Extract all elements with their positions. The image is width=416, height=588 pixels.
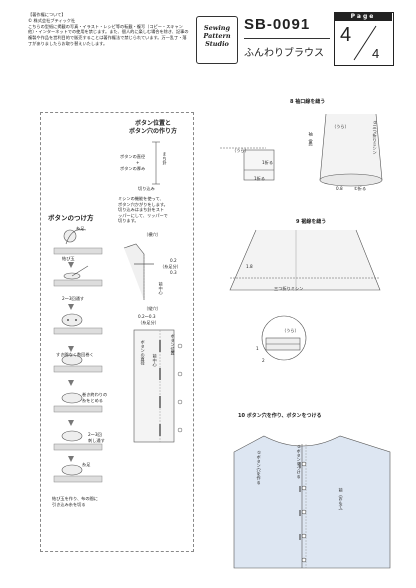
- step9-hem-diagram: [229, 229, 381, 361]
- step8-title: 8 袖口線を縫う: [290, 99, 326, 105]
- step10-blouse-diagram: [233, 435, 391, 569]
- label-thickness: ボタンの厚み: [120, 166, 146, 171]
- copyright-owner: © 株式会社ブティック社: [28, 17, 76, 23]
- label-cut-in: 切り込み: [138, 186, 155, 191]
- step8-sleeve-diagram: [220, 113, 383, 187]
- vertical-hole-diagram: [133, 329, 183, 443]
- label-plus: +: [136, 160, 140, 165]
- copyright-notice: 【著作権について】 © 株式会社ブティック社 こちらの型紙に掲載の写真・イラスト…: [28, 12, 190, 47]
- logo-line2: Pattern: [203, 32, 231, 40]
- pattern-code: SB-0091: [244, 16, 311, 33]
- step8-fold-step: ①折る: [354, 186, 367, 191]
- step10-right-label: ②ボタンをつける: [296, 444, 302, 479]
- button-sewing-title: ボタンのつけ方: [48, 214, 94, 222]
- step8-fold2: 1折る: [254, 176, 266, 181]
- label-v03: 0.3: [170, 270, 177, 275]
- position-title1: ボタン位置と: [134, 120, 171, 127]
- step9-v2: 2: [262, 358, 265, 363]
- step9-mitsuori: 三つ折りミシン: [274, 286, 304, 291]
- page-label: Page: [334, 12, 392, 21]
- step8-sleeve: 袖（裏）: [308, 132, 314, 149]
- label-thread-end: 糸足: [76, 226, 85, 231]
- brand-logo: Sewing Pattern Studio: [196, 16, 238, 64]
- label-front-center: 前中心: [158, 282, 164, 295]
- label-end-note1: 結び玉を作り、布の間に: [52, 496, 98, 501]
- label-end-note2: 引き込み糸を切る: [52, 502, 86, 507]
- label-vertical: 〔縦穴〕: [144, 306, 161, 311]
- position-title2: ボタン穴の作り方: [128, 128, 177, 135]
- label-pass-again: 刺し通す: [88, 438, 105, 443]
- label-front-center2: 前中心: [152, 354, 158, 367]
- page-total: 4: [372, 46, 380, 61]
- product-name: ふんわりブラウス: [244, 48, 324, 59]
- label-btn-pos: ボタン位置: [170, 334, 176, 355]
- label-v02: 0.2: [170, 258, 177, 263]
- label-pin: まち針: [162, 152, 168, 165]
- label-finish1: 巻き終わりの: [82, 392, 108, 397]
- step8-ura2: （うら）: [232, 148, 249, 153]
- label-two-three: 2〜3回通す: [62, 296, 85, 301]
- step9-title: 9 裾線を縫う: [296, 219, 327, 225]
- page-current: 4: [340, 24, 352, 46]
- label-diameter: ボタンの直径: [120, 154, 146, 159]
- page-slash: [353, 25, 377, 61]
- step9-v18: 1.8: [246, 264, 253, 269]
- logo-line1: Sewing: [203, 24, 231, 32]
- machine-instructions: ミシンの機能を使って、 ボタン穴かがりをします。 切り込みはまち針をスト ッパー…: [118, 196, 168, 224]
- horizontal-hole-diagram: [123, 243, 154, 300]
- copyright-heading: 【著作権について】: [28, 12, 66, 17]
- button-instructions-panel: [40, 112, 194, 552]
- label-finish2: 糸をとめる: [82, 398, 103, 403]
- step8-ura: （うら）: [332, 124, 349, 129]
- label-horizontal: 〔横穴〕: [144, 232, 161, 237]
- label-thread-end2: 糸足: [82, 462, 91, 467]
- buttonhole-diagram: [152, 141, 160, 185]
- label-v0203: 0.2〜0.3: [138, 314, 156, 319]
- header-divider: [244, 38, 330, 39]
- step10-front: 前（おもて）: [338, 488, 344, 514]
- label-v-thread: （糸足分）: [138, 320, 159, 325]
- button-steps-illustration: [53, 229, 103, 483]
- copyright-body: こちらの型紙に掲載の写真・イラスト・レシピ等の転載・複写（コピー・スキャン他）・…: [28, 23, 189, 46]
- logo-line3: Studio: [205, 40, 229, 48]
- step10-left-label: ①ボタン穴を作る: [256, 450, 262, 485]
- label-wrap: すき間なく数回巻く: [56, 352, 94, 357]
- label-two-three-b: 2〜3回: [88, 432, 102, 437]
- label-thread-foot: （糸足分）: [160, 264, 181, 269]
- step9-ura: （うら）: [282, 328, 299, 333]
- step8-v08: 0.8: [336, 186, 343, 191]
- step8-fold1: 1折る: [262, 160, 274, 165]
- label-knot: 結び玉: [62, 256, 75, 261]
- label-btn-diam-v: ボタンの直径: [140, 340, 146, 366]
- step10-title: 10 ボタン穴を作り、ボタンをつける: [238, 413, 322, 419]
- step9-v1: 1: [256, 346, 259, 351]
- step8-machine: ②三つ折りミシン: [372, 120, 378, 155]
